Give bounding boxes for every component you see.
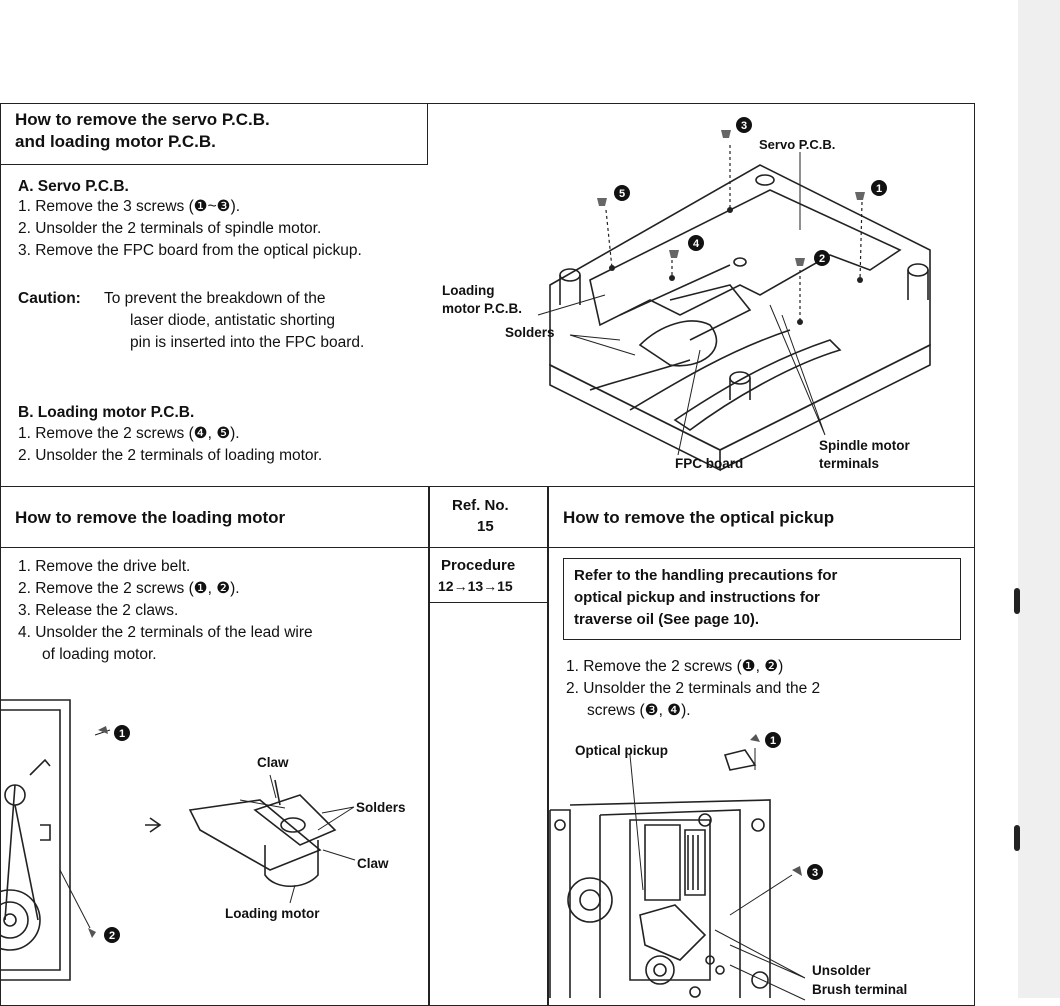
loading-step-1: 1. Remove the drive belt.: [18, 558, 191, 575]
note-line-1: Refer to the handling precautions for: [574, 567, 838, 584]
optical-step-2: 2. Unsolder the 2 terminals and the 2: [566, 680, 821, 697]
binding-mark-upper: [1014, 588, 1020, 614]
part-a-step-2: 2. Unsolder the 2 terminals of spindle m…: [18, 220, 322, 237]
fpc-board-label: FPC board: [675, 456, 744, 471]
screw-number-5: 5: [619, 188, 625, 200]
part-b-title: B. Loading motor P.C.B.: [18, 404, 195, 421]
claw-top-label: Claw: [257, 755, 289, 770]
loading-motor-heading: How to remove the loading motor: [15, 508, 286, 527]
caution-line-3: pin is inserted into the FPC board.: [130, 334, 365, 351]
procedure-value: 12→13→15: [438, 578, 513, 594]
screw-number-2: 2: [819, 253, 825, 265]
servo-heading-line1: How to remove the servo P.C.B.: [15, 110, 270, 129]
caution-line-1: To prevent the breakdown of the: [104, 290, 326, 307]
handling-note-box: [563, 558, 961, 640]
screw-number-1: 1: [876, 183, 882, 195]
note-line-2: optical pickup and instructions for: [574, 589, 820, 606]
manual-page: How to remove the servo P.C.B. and loadi…: [0, 103, 975, 1006]
loading-step-2: 2. Remove the 2 screws (❶, ❷).: [18, 580, 240, 597]
servo-heading-box: [0, 103, 428, 165]
optical-step-1: 1. Remove the 2 screws (❶, ❷): [566, 658, 784, 675]
ref-label: Ref. No.: [452, 497, 509, 514]
optical-heading: How to remove the optical pickup: [563, 508, 835, 527]
servo-pcb-label: Servo P.C.B.: [759, 137, 836, 152]
claw-right-label: Claw: [357, 856, 389, 871]
loading-screw-number-2: 2: [109, 930, 115, 942]
scan-gutter: [1014, 0, 1060, 998]
optical-pickup-label: Optical pickup: [575, 743, 669, 758]
caution-label: Caution:: [18, 290, 81, 307]
note-line-3: traverse oil (See page 10).: [574, 611, 760, 628]
screw-number-4: 4: [693, 238, 700, 250]
part-b-step-1: 1. Remove the 2 screws (❹, ❺).: [18, 425, 240, 442]
part-a-step-3: 3. Remove the FPC board from the optical…: [18, 242, 362, 259]
loading-step-3: 3. Release the 2 claws.: [18, 602, 179, 619]
procedure-box: [428, 547, 549, 603]
part-a-step-1: 1. Remove the 3 screws (❶~❸).: [18, 198, 241, 215]
servo-pcb-illustration: 3 5 1 4 2: [537, 117, 931, 472]
loading-screw-number-1: 1: [119, 728, 125, 740]
procedure-label: Procedure: [441, 557, 516, 574]
servo-heading-line2: and loading motor P.C.B.: [15, 132, 216, 151]
optical-pickup-illustration: 1 3: [549, 732, 823, 1001]
optical-step-2-cont: screws (❸, ❹).: [587, 702, 691, 719]
screw-number-3: 3: [741, 120, 747, 132]
screw-markers: 3 5 1 4 2: [597, 117, 887, 266]
loading-motor-illustration: 1 2: [0, 699, 356, 981]
spindle-terminals-label-2: terminals: [819, 456, 880, 471]
part-a-title: A. Servo P.C.B.: [18, 178, 129, 195]
optical-screw-number-1: 1: [770, 735, 776, 747]
ref-number: 15: [477, 518, 494, 535]
binding-mark-lower: [1014, 825, 1020, 851]
solders-right-label: Solders: [356, 800, 406, 815]
loading-step-4: 4. Unsolder the 2 terminals of the lead …: [18, 624, 313, 641]
part-b-step-2: 2. Unsolder the 2 terminals of loading m…: [18, 447, 323, 464]
loading-motor-pcb-label-2: motor P.C.B.: [442, 301, 523, 316]
solders-label: Solders: [505, 325, 555, 340]
optical-screw-number-3: 3: [812, 867, 818, 879]
spindle-terminals-label-1: Spindle motor: [819, 438, 910, 453]
loading-motor-label: Loading motor: [225, 906, 320, 921]
unsolder-label: Unsolder: [812, 963, 871, 978]
loading-step-4-cont: of loading motor.: [42, 646, 157, 663]
brush-terminal-label: Brush terminal: [812, 982, 908, 997]
loading-motor-pcb-label-1: Loading: [442, 283, 495, 298]
caution-line-2: laser diode, antistatic shorting: [130, 312, 336, 329]
